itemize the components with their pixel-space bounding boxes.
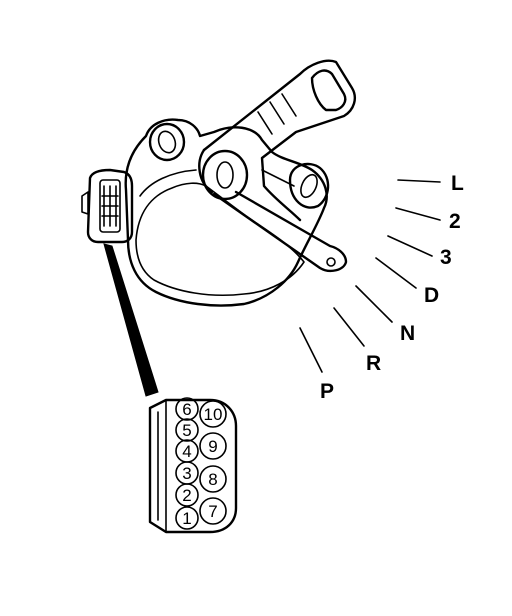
position-label-r: R: [366, 352, 381, 375]
selector-lever: [198, 59, 356, 273]
position-label-p: P: [320, 380, 334, 403]
pin-label: 4: [182, 442, 191, 461]
enlarged-connector: 6 5 4 3 2 1 10 9 8 7: [148, 397, 238, 534]
pin-label: 2: [182, 486, 191, 505]
pin-label: 10: [204, 405, 223, 424]
position-label-d: D: [424, 284, 439, 307]
pin-label: 9: [208, 437, 217, 456]
position-leaders: [299, 179, 441, 373]
pin-label: 1: [182, 509, 191, 528]
pin-label: 6: [182, 400, 191, 419]
position-label-n: N: [400, 322, 415, 345]
pin-label: 5: [182, 421, 191, 440]
callout-wedge: [103, 243, 159, 397]
pin-label: 8: [208, 470, 217, 489]
position-label-2: 2: [449, 210, 461, 233]
position-label-3: 3: [440, 246, 452, 269]
switch-body: [124, 118, 330, 307]
body-connector: [81, 168, 134, 244]
position-label-l: L: [451, 172, 464, 195]
pin-label: 3: [182, 464, 191, 483]
pin-label: 7: [208, 502, 217, 521]
